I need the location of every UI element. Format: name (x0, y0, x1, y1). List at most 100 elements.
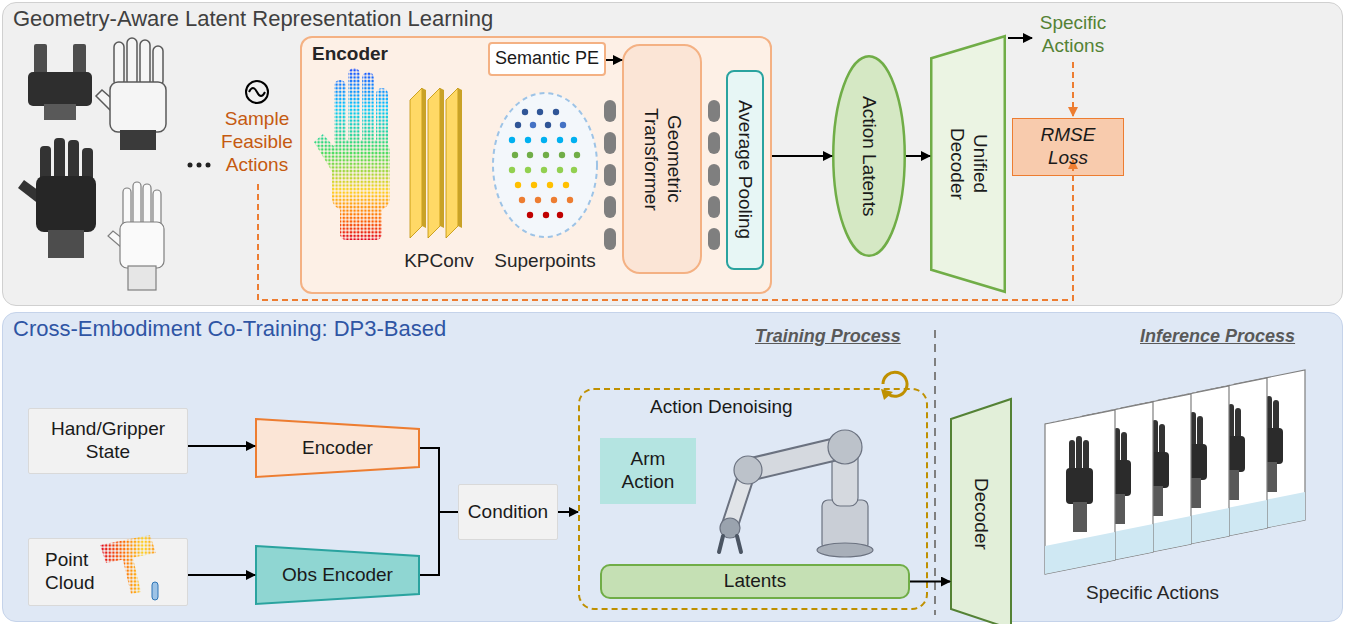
superpoints-cloud (545, 122, 551, 128)
latent-bar: Latents (600, 564, 910, 599)
connector (906, 155, 930, 157)
superpoints-cloud (522, 109, 528, 115)
superpoints-cloud (527, 212, 533, 218)
node-text: Latents (724, 570, 786, 593)
robot-arm (720, 518, 740, 538)
dark-hand-illustration (40, 146, 51, 186)
robot-arm (748, 447, 845, 470)
node-text: Cross-Embodiment Co-Training: DP3-Based (13, 316, 446, 342)
node-text: Point Cloud (45, 549, 115, 595)
robot-arm (817, 543, 873, 557)
superpoints-cloud (557, 212, 563, 218)
white-hand-illustration (140, 40, 150, 86)
inference-frames (1045, 410, 1115, 574)
slender-hand-illustration (133, 182, 141, 228)
inference-frames (1083, 402, 1153, 566)
superpoints-cloud (574, 152, 580, 158)
robot-arm (734, 456, 762, 484)
token-pills (708, 228, 720, 250)
slender-hand-illustration (153, 190, 161, 228)
node-outline (833, 56, 905, 256)
node-text: Unified Decoder (945, 109, 991, 219)
node-text: Condition (468, 501, 548, 524)
inference-frames (1121, 394, 1191, 558)
connector (910, 581, 950, 583)
superpoints-cloud (493, 93, 597, 237)
robot-arm (730, 470, 748, 525)
superpoints-cloud (557, 137, 563, 143)
token-pills (708, 164, 720, 186)
superpoints-cloud (525, 137, 531, 143)
node-text: Encoder (312, 43, 388, 66)
token-pills (604, 100, 720, 250)
hand-point-cloud (314, 134, 347, 178)
tool-point-cloud (100, 535, 156, 563)
slender-hand-illustration (120, 222, 164, 268)
label-anchor: KPConv (398, 250, 480, 273)
node-text: Geometric Transformer (639, 94, 685, 224)
dark-hand-illustration (68, 140, 79, 186)
gripper-illustration (28, 72, 92, 106)
token-pills (604, 132, 616, 154)
encoder-trapezoid: Encoder (255, 418, 420, 478)
inference-frames (1045, 534, 1235, 574)
superpoints-cloud (559, 152, 565, 158)
node-text: Decoder (970, 424, 993, 604)
node-text: Hand/Gripper State (34, 418, 182, 464)
output-arrow (1008, 37, 1032, 39)
inference-frames (1235, 370, 1305, 534)
refresh-icon (883, 372, 907, 396)
kpconv-layers (410, 88, 422, 238)
slender-hand-illustration (123, 188, 131, 228)
superpoints-cloud (535, 197, 541, 203)
ellipsis-dots (197, 163, 202, 168)
white-hand-illustration (96, 90, 118, 112)
robot-arm (748, 447, 845, 470)
slender-hand-illustration (108, 231, 127, 248)
superpoints-cloud (493, 93, 597, 237)
hand-point-cloud (362, 72, 374, 146)
transformer-block: Geometric Transformer (622, 44, 702, 274)
tool-point-cloud (100, 535, 156, 594)
superpoints-cloud (537, 109, 543, 115)
label-anchor: Inference Process (1140, 326, 1295, 348)
inference-frames (1045, 370, 1305, 574)
gripper-illustration (73, 44, 86, 74)
superpoints-cloud (525, 167, 531, 173)
loss-dashed-arrow (258, 160, 1073, 300)
token-pills (604, 164, 616, 186)
dark-hand-illustration (18, 180, 46, 205)
dark-hand-illustration (54, 138, 65, 186)
label-anchor: Superpoints (490, 250, 600, 273)
superpoints-cloud (509, 137, 515, 143)
superpoints-cloud (509, 167, 515, 173)
node-text: Geometry-Aware Latent Representation Lea… (13, 6, 493, 32)
node-text: Semantic PE (495, 48, 599, 70)
phase-heading: Inference Process (1140, 326, 1295, 348)
node-text: RMSE Loss (1018, 124, 1118, 170)
refresh-icon (881, 389, 893, 400)
sample-wave-icon (246, 81, 268, 103)
embedding-box: Semantic PE (488, 42, 606, 76)
gripper-illustration (28, 44, 92, 120)
node-text: Action Latents (858, 71, 881, 241)
slender-hand-illustration (128, 266, 156, 290)
superpoints-cloud (567, 197, 573, 203)
superpoints-cloud (530, 122, 536, 128)
white-hand-illustration (114, 42, 124, 86)
superpoints-cloud (515, 122, 521, 128)
superpoints-cloud (515, 182, 521, 188)
kpconv-layers (458, 88, 462, 228)
connector (558, 511, 578, 513)
sampling-label: Sample Feasible Actions (218, 108, 296, 176)
decoder-trapezoid: Unified Decoder (930, 35, 1006, 293)
node-outline (256, 419, 419, 477)
hand-point-cloud (348, 68, 360, 146)
ellipsis-dots (206, 163, 211, 168)
label-anchor: Sample Feasible Actions (218, 108, 296, 176)
superpoints-cloud (543, 212, 549, 218)
